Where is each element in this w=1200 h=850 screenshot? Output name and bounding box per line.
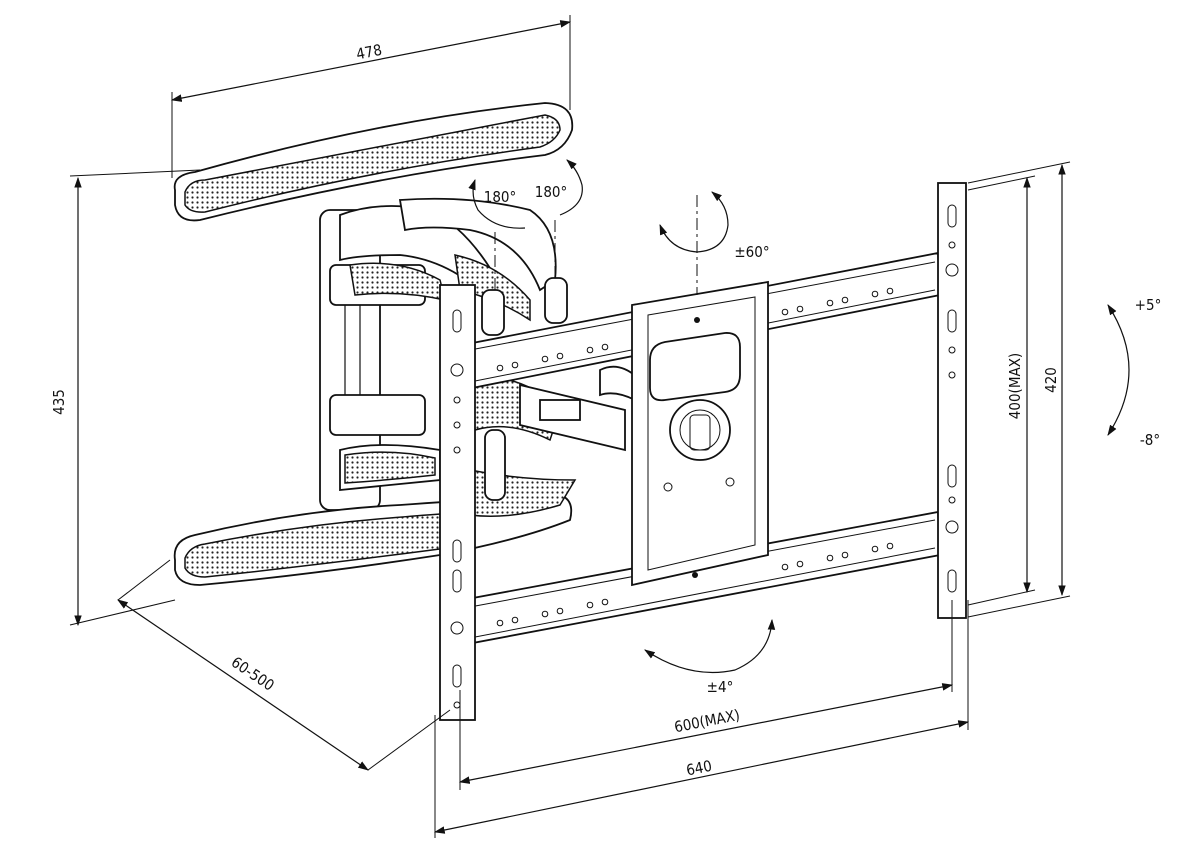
upper-arm [173, 102, 574, 222]
label-640: 640 [685, 757, 714, 780]
label-420: 420 [1042, 367, 1060, 393]
angle-arrows [468, 159, 1130, 674]
label-swivel-left: 180° [484, 188, 517, 206]
label-400max: 400(MAX) [1006, 353, 1024, 419]
label-478: 478 [355, 41, 384, 64]
labels: 478 435 60-500 600(MAX) 640 400(MAX) 420… [50, 41, 1161, 780]
label-600max: 600(MAX) [673, 706, 742, 736]
label-tilt-up: +5° [1135, 296, 1162, 314]
middle-arms [339, 197, 641, 517]
dimension-lines [69, 15, 1071, 838]
tv-bracket [439, 182, 967, 721]
label-swivel-right: 180° [535, 183, 568, 201]
label-60-500: 60-500 [228, 653, 278, 695]
label-rotation: ±4° [707, 678, 734, 696]
label-swivel-center: ±60° [734, 243, 769, 261]
label-tilt-down: -8° [1140, 431, 1160, 449]
label-435: 435 [50, 389, 68, 415]
